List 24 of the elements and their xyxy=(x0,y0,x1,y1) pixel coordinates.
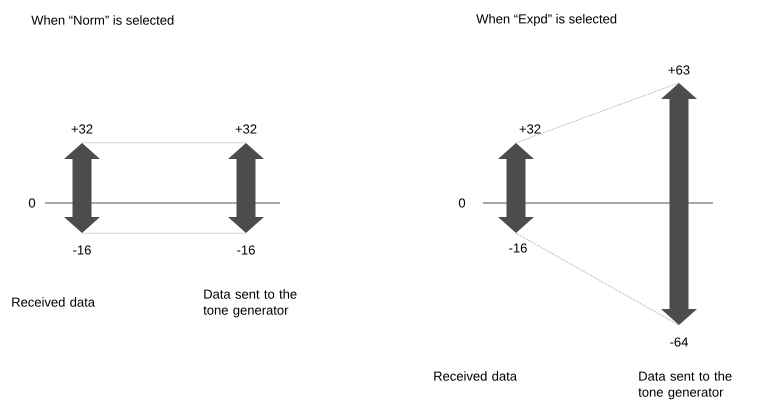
value-label: -16 xyxy=(509,243,527,253)
axis-label: 0 xyxy=(458,198,466,208)
dotted-line xyxy=(516,82,680,144)
dotted-line xyxy=(82,142,246,144)
caption: Data sent to the tone generator xyxy=(203,289,297,318)
double-arrow xyxy=(498,143,534,233)
caption: Data sent to the tone generator xyxy=(638,371,732,400)
value-label: +32 xyxy=(72,124,92,134)
caption: Received data xyxy=(12,297,96,307)
dotted-line xyxy=(82,232,246,234)
value-label: -16 xyxy=(237,245,255,255)
axis-label: 0 xyxy=(28,198,36,208)
value-label: -64 xyxy=(670,337,688,347)
panel-title: When “Norm” is selected xyxy=(31,15,174,25)
double-arrow xyxy=(64,143,100,233)
panel-title: When “Expd” is selected xyxy=(476,14,616,26)
value-label: +32 xyxy=(520,124,540,134)
value-label: -16 xyxy=(73,245,91,255)
caption: Received data xyxy=(434,371,517,381)
value-label: +63 xyxy=(668,65,690,75)
double-arrow xyxy=(661,83,697,325)
value-label: +32 xyxy=(236,124,256,134)
double-arrow xyxy=(228,143,264,233)
dotted-line xyxy=(516,232,680,326)
